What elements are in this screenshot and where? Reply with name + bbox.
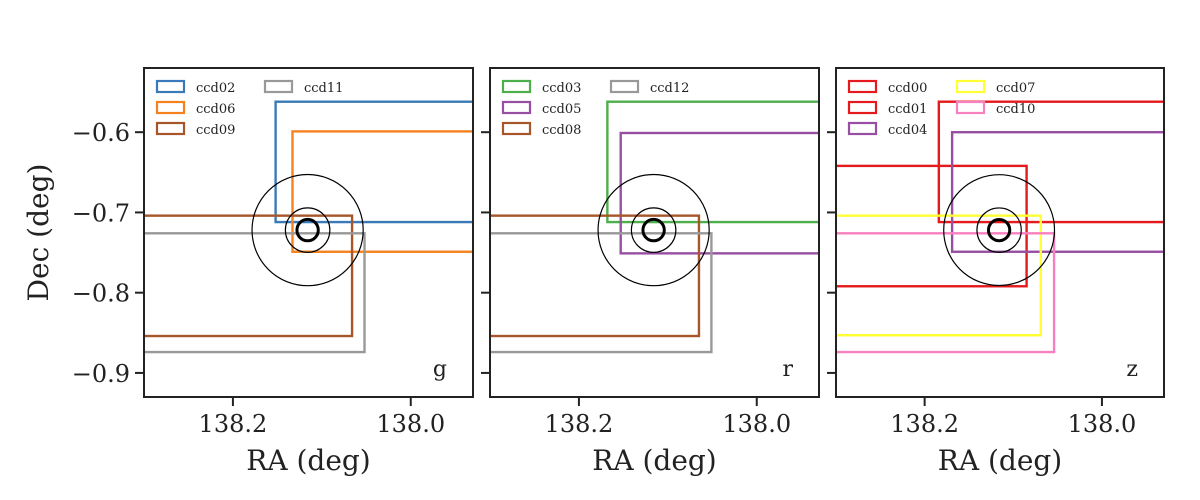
legend-swatch-ccd04 bbox=[847, 121, 878, 136]
target-circle-1 bbox=[251, 173, 364, 287]
footprint-ccd06 bbox=[291, 130, 473, 253]
x-axis-label: RA (deg) bbox=[246, 444, 370, 477]
legend-swatch-ccd07 bbox=[955, 79, 986, 94]
y-tick-label: −0.9 bbox=[72, 360, 130, 388]
plot-area-r bbox=[490, 100, 819, 354]
legend-swatch-ccd08 bbox=[501, 121, 532, 136]
legend-label: ccd06 bbox=[196, 102, 235, 117]
footprint-ccd09 bbox=[144, 214, 354, 338]
legend-label: ccd01 bbox=[888, 102, 927, 117]
legend-swatch-ccd09 bbox=[155, 121, 186, 136]
legend-label: ccd09 bbox=[196, 123, 235, 138]
footprint-ccd03 bbox=[606, 100, 819, 224]
footprint-ccd07 bbox=[836, 214, 1042, 337]
y-tick-label: −0.7 bbox=[72, 199, 130, 227]
legend-label: ccd05 bbox=[542, 102, 581, 117]
legend-label: ccd12 bbox=[650, 81, 689, 96]
footprint-ccd00 bbox=[836, 164, 1028, 288]
target-circle-1 bbox=[597, 173, 710, 287]
x-tick-label: 138.0 bbox=[1068, 410, 1137, 438]
target-circle-3 bbox=[641, 217, 666, 243]
x-tick-label: 138.0 bbox=[722, 410, 791, 438]
legend-swatch-ccd05 bbox=[501, 100, 532, 115]
legend-swatch-ccd12 bbox=[609, 79, 640, 94]
legend-label: ccd02 bbox=[196, 81, 235, 96]
footprint-ccd02 bbox=[274, 100, 473, 224]
footprint-ccd05 bbox=[619, 131, 819, 255]
target-circle-2 bbox=[630, 207, 677, 253]
y-axis-label: Dec (deg) bbox=[22, 164, 55, 302]
x-axis-label: RA (deg) bbox=[592, 444, 716, 477]
panel-r: 138.2 138.0RA (deg) r ccd03 ccd05 ccd08 ccd12 bbox=[481, 67, 820, 477]
axes-frame-z bbox=[835, 67, 1165, 398]
x-tick-label: 138.2 bbox=[545, 410, 614, 438]
legend-label: ccd07 bbox=[996, 81, 1035, 96]
footprint-ccd11 bbox=[144, 232, 366, 354]
legend-label: ccd08 bbox=[542, 123, 581, 138]
legend-r: ccd03 ccd05 ccd08 ccd12 bbox=[501, 79, 689, 138]
footprint-ccd01 bbox=[937, 100, 1164, 224]
legend-label: ccd03 bbox=[542, 81, 581, 96]
legend-swatch-ccd10 bbox=[955, 100, 986, 115]
band-label: z bbox=[1126, 357, 1138, 382]
plot-area-z bbox=[836, 100, 1164, 354]
target-circle-3 bbox=[986, 217, 1012, 243]
y-tick-label: −0.6 bbox=[72, 119, 130, 147]
band-label: r bbox=[782, 357, 793, 382]
band-label: g bbox=[433, 357, 447, 382]
legend-swatch-ccd03 bbox=[501, 79, 532, 94]
target-circle-3 bbox=[295, 217, 320, 243]
legend-label: ccd11 bbox=[304, 81, 343, 96]
x-tick-label: 138.2 bbox=[199, 410, 268, 438]
axes-frame-g bbox=[143, 67, 474, 398]
footprint-ccd08 bbox=[490, 214, 701, 338]
y-tick-label: −0.8 bbox=[72, 280, 130, 308]
legend-swatch-ccd11 bbox=[263, 79, 294, 94]
footprint-ccd12 bbox=[490, 232, 713, 354]
x-tick-label: 138.2 bbox=[890, 410, 959, 438]
footprint-ccd10 bbox=[836, 232, 1056, 354]
legend-swatch-ccd06 bbox=[155, 100, 186, 115]
plot-area-g bbox=[144, 100, 473, 354]
legend-swatch-ccd01 bbox=[847, 100, 878, 115]
legend-label: ccd10 bbox=[996, 102, 1035, 117]
target-circle-1 bbox=[943, 174, 1056, 287]
panel-g: 138.2 138.0 −0.6 −0.7 −0.8 −0.9 RA (deg) Dec (d… bbox=[22, 67, 474, 477]
legend-label: ccd04 bbox=[888, 123, 927, 138]
legend-swatch-ccd02 bbox=[155, 79, 186, 94]
footprint-ccd04 bbox=[950, 130, 1164, 253]
x-tick-label: 138.0 bbox=[376, 410, 445, 438]
target-circle-2 bbox=[284, 207, 331, 253]
x-axis-label: RA (deg) bbox=[938, 444, 1062, 477]
legend-label: ccd00 bbox=[888, 81, 927, 96]
legend-z: ccd00 ccd01 ccd04 ccd07 ccd10 bbox=[847, 79, 1035, 138]
legend-g: ccd02 ccd06 ccd09 ccd11 bbox=[155, 79, 343, 138]
legend-swatch-ccd00 bbox=[847, 79, 878, 94]
target-circle-2 bbox=[976, 207, 1022, 253]
axes-frame-r bbox=[489, 67, 820, 398]
